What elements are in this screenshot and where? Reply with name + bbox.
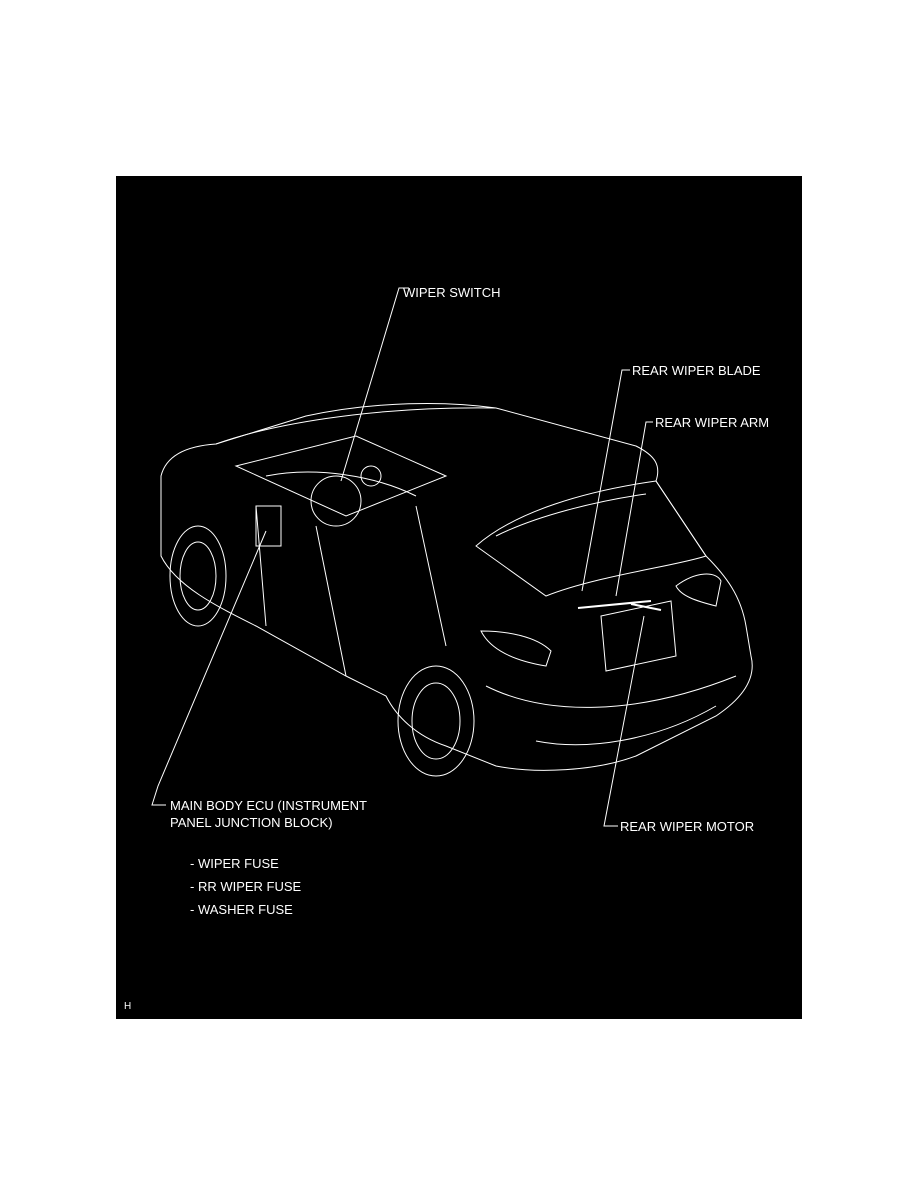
- steering-wheel: [310, 475, 362, 527]
- gauge: [360, 465, 382, 487]
- label-main-body-ecu: MAIN BODY ECU (INSTRUMENT PANEL JUNCTION…: [170, 797, 367, 831]
- rear-wheel-inner: [411, 682, 461, 760]
- label-rear-wiper-motor: REAR WIPER MOTOR: [620, 819, 755, 834]
- label-rear-wiper-blade: REAR WIPER BLADE: [632, 363, 761, 378]
- label-main-body-ecu-line2: PANEL JUNCTION BLOCK): [170, 815, 333, 830]
- bumper: [485, 675, 737, 708]
- junction-block: [255, 505, 282, 547]
- car-illustration: [151, 287, 753, 827]
- door-line: [255, 505, 447, 677]
- tail-light-left: [480, 630, 552, 667]
- leader-wiper-switch: [340, 287, 409, 482]
- fuse-list: - WIPER FUSE - RR WIPER FUSE - WASHER FU…: [190, 852, 301, 921]
- rear-hatch: [475, 480, 707, 597]
- car-body-outline: [160, 402, 753, 771]
- windshield: [234, 435, 448, 517]
- fuse-item: - WASHER FUSE: [190, 902, 293, 917]
- leader-main-body-ecu: [151, 530, 267, 806]
- leader-rear-wiper-arm: [615, 421, 653, 597]
- rear-wiper: [577, 600, 662, 611]
- leader-rear-wiper-blade: [581, 369, 630, 592]
- roof-line: [215, 407, 497, 445]
- bumper-lower: [535, 705, 717, 746]
- diagram-frame: WIPER SWITCH REAR WIPER BLADE REAR WIPER…: [116, 176, 802, 1019]
- rear-glass: [495, 493, 647, 537]
- tail-light-right: [675, 573, 722, 607]
- label-wiper-switch: WIPER SWITCH: [403, 285, 501, 300]
- front-wheel: [169, 525, 227, 627]
- rear-wheel: [397, 665, 475, 777]
- dashboard: [265, 471, 417, 497]
- fuse-item: - WIPER FUSE: [190, 856, 279, 871]
- fuse-item: - RR WIPER FUSE: [190, 879, 302, 894]
- label-main-body-ecu-line1: MAIN BODY ECU (INSTRUMENT: [170, 798, 367, 813]
- front-wheel-inner: [179, 541, 217, 611]
- leader-rear-wiper-motor: [603, 615, 645, 827]
- license-plate: [600, 600, 677, 672]
- label-rear-wiper-arm: REAR WIPER ARM: [655, 415, 770, 430]
- corner-mark: H: [124, 1001, 132, 1012]
